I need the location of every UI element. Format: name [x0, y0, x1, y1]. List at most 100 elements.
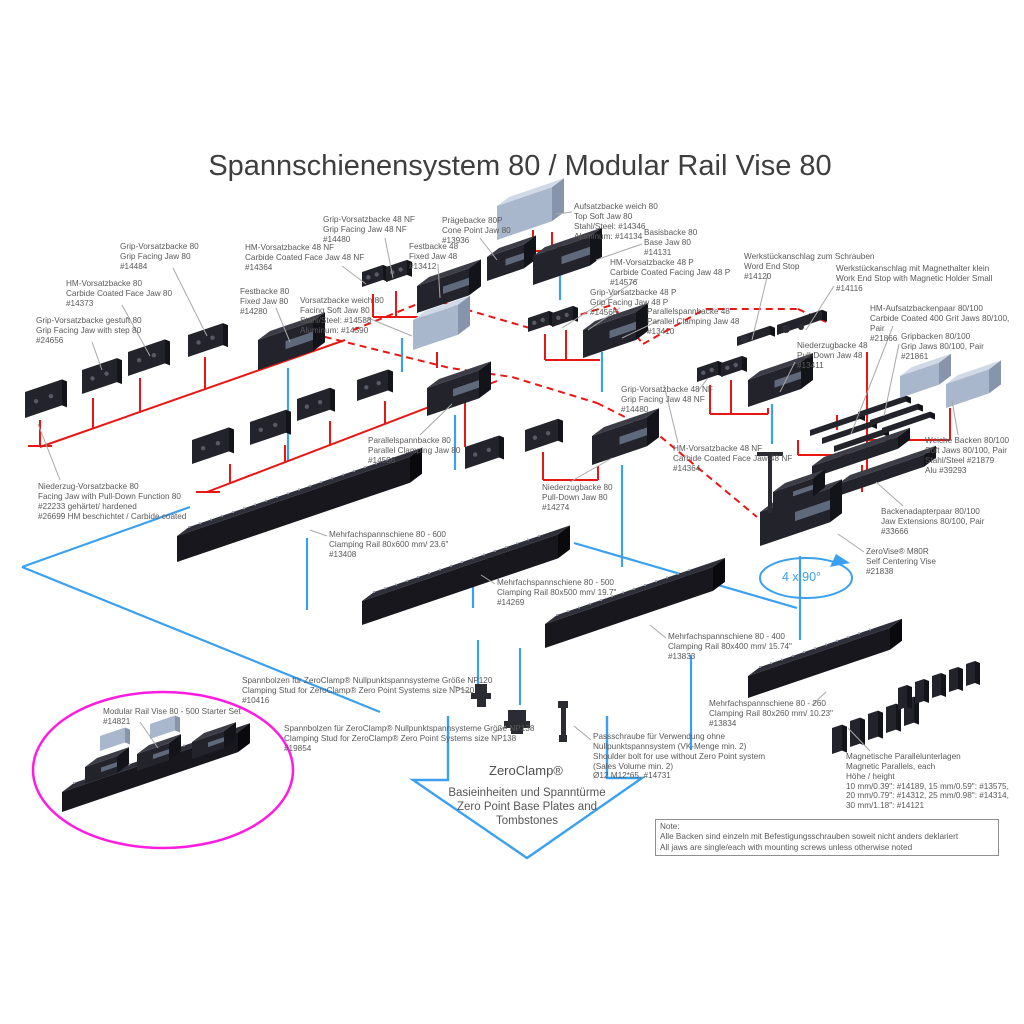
- part-model: [85, 747, 129, 767]
- pull-down-jaw-80-model: [619, 427, 647, 445]
- leader-line: [492, 725, 507, 734]
- part-model: [374, 272, 379, 277]
- part-model: [532, 320, 537, 326]
- rail-slot-dot: [341, 473, 345, 476]
- carbide-face-jaw-80-model: [165, 339, 170, 366]
- rail-slot-dot: [526, 538, 530, 541]
- carbide-face-jaw-48nf-a-label: HM-Vorsatzbacke 48 NF Carbide Coated Fac…: [245, 243, 365, 272]
- parallel-clamping-jaw-48-label: Parallelspannbacke 48 Parallel Clamping …: [647, 307, 740, 336]
- zerovise-m80r-label: ZeroVise® M80R Self Centering Vise #2183…: [866, 547, 936, 576]
- part-model: [850, 717, 860, 747]
- rail-slot-dot: [599, 598, 603, 602]
- end-stop-knob: [782, 325, 790, 333]
- rail-slot-dot: [676, 572, 680, 575]
- fixed-jaw-80-model: [285, 331, 313, 350]
- leader-line: [875, 481, 904, 507]
- part-model: [949, 666, 958, 692]
- clamping-stud-np138-label: Spannbolzen für ZeroClamp® Nullpunktspan…: [284, 724, 535, 753]
- rail-260-model: [890, 618, 902, 650]
- rail-600-model: [177, 456, 410, 562]
- rail-slot-dot: [286, 492, 290, 495]
- rail-slot-dot: [427, 572, 431, 575]
- part-model: [407, 259, 412, 277]
- leader-line: [91, 341, 103, 371]
- part-model: [975, 660, 980, 685]
- part-model: [473, 452, 478, 457]
- clamping-rail-500-label: Mehrfachspannschiene 80 - 500 Clamping R…: [497, 578, 617, 607]
- leader-line: [847, 727, 871, 752]
- rail-400-model: [545, 557, 725, 624]
- part-model: [564, 312, 569, 318]
- rail-slot-dot: [330, 477, 334, 480]
- rail-slot-dot: [515, 542, 519, 545]
- red-dashed-connector: [642, 308, 798, 345]
- rail-slot-dot: [405, 579, 409, 582]
- rail-slot-dot: [555, 613, 559, 617]
- rail-slot-dot: [621, 591, 625, 594]
- part-model: [552, 305, 573, 327]
- part-model: [117, 747, 129, 774]
- rail-slot-dot: [687, 568, 691, 572]
- fixed-jaw-80-model: [313, 312, 325, 352]
- top-soft-jaw-80-model: [552, 178, 564, 222]
- leader-line: [621, 319, 661, 339]
- rail-slot-dot: [394, 583, 398, 586]
- part-model: [813, 469, 825, 497]
- leader-line: [663, 384, 679, 444]
- cone-point-jaw-80-model: [505, 252, 524, 266]
- jaw-extension-model: [812, 427, 910, 466]
- part-model: [946, 360, 1001, 384]
- part-model: [525, 418, 558, 452]
- rail-500-model: [362, 534, 558, 625]
- part-model: [966, 660, 975, 686]
- rail-slot-dot: [449, 564, 453, 567]
- rail-slot-dot: [504, 545, 508, 549]
- part-model: [896, 703, 901, 732]
- soft-jaws-model: [900, 362, 939, 398]
- rail-slot-dot: [577, 606, 581, 609]
- part-model: [915, 678, 924, 704]
- part-model: [882, 411, 930, 434]
- fixed-jaw-48-label: Festbacke 48 Fixed Jaw 48 #13412: [409, 242, 459, 271]
- magnetic-parallel-model: [832, 724, 842, 754]
- rail-260-model: [748, 627, 890, 698]
- rail-slot-dot: [566, 610, 570, 613]
- part-model: [200, 446, 206, 451]
- leader-line: [384, 237, 394, 279]
- grip-facing-jaw-48p-label: Grip-Vorsatzbacke 48 P Grip Facing Jaw 4…: [590, 288, 677, 317]
- leader-line: [139, 721, 159, 749]
- grip-facing-jaw-80-model: [223, 323, 228, 348]
- part-model: [540, 317, 545, 323]
- leader-line: [479, 237, 498, 261]
- rail-slot-dot: [769, 662, 773, 665]
- rail-slot-dot: [363, 465, 367, 469]
- part-model: [870, 403, 918, 426]
- rail-600-model: [177, 447, 422, 536]
- fixed-jaw-48-model: [417, 259, 481, 286]
- work-end-stop-label: Werkstückanschlag zum Schrauben Word End…: [744, 252, 875, 281]
- clamping-rail-600-label: Mehrfachspannschiene 80 - 600 Clamping R…: [329, 530, 449, 559]
- part-model: [701, 370, 706, 376]
- part-model: [886, 703, 896, 733]
- leader-line: [649, 624, 667, 639]
- hardware-model: [477, 699, 486, 707]
- rail-slot-dot: [297, 488, 301, 491]
- rail-slot-dot: [846, 635, 850, 639]
- part-model: [101, 762, 117, 773]
- pull-down-jaw-48-label: Niederzugbacke 48 Pull-Down Jaw 48 #1341…: [797, 341, 868, 370]
- parallel-clamping-jaw-80-label: Parallelspannbacke 80 Parallel Clamping …: [368, 436, 461, 465]
- rail-slot-dot: [374, 462, 378, 465]
- grip-jaws-80-100-label: Gripbacken 80/100 Grip Jaws 80/100, Pair…: [901, 332, 984, 361]
- part-model: [208, 737, 224, 748]
- part-model: [153, 749, 169, 760]
- facing-soft-jaw-80-model: [458, 295, 470, 335]
- parallel-clamping-jaw-80-model: [427, 361, 491, 388]
- parallel-clamping-jaw-80-model: [453, 380, 479, 397]
- rail-slot-dot: [813, 647, 817, 650]
- rail-slot-dot: [610, 595, 614, 598]
- hardware-model: [558, 701, 568, 708]
- cone-point-jaw-80-model: [487, 235, 536, 257]
- pull-down-facing-jaw-80-model: [33, 399, 39, 404]
- leader-line: [309, 529, 328, 537]
